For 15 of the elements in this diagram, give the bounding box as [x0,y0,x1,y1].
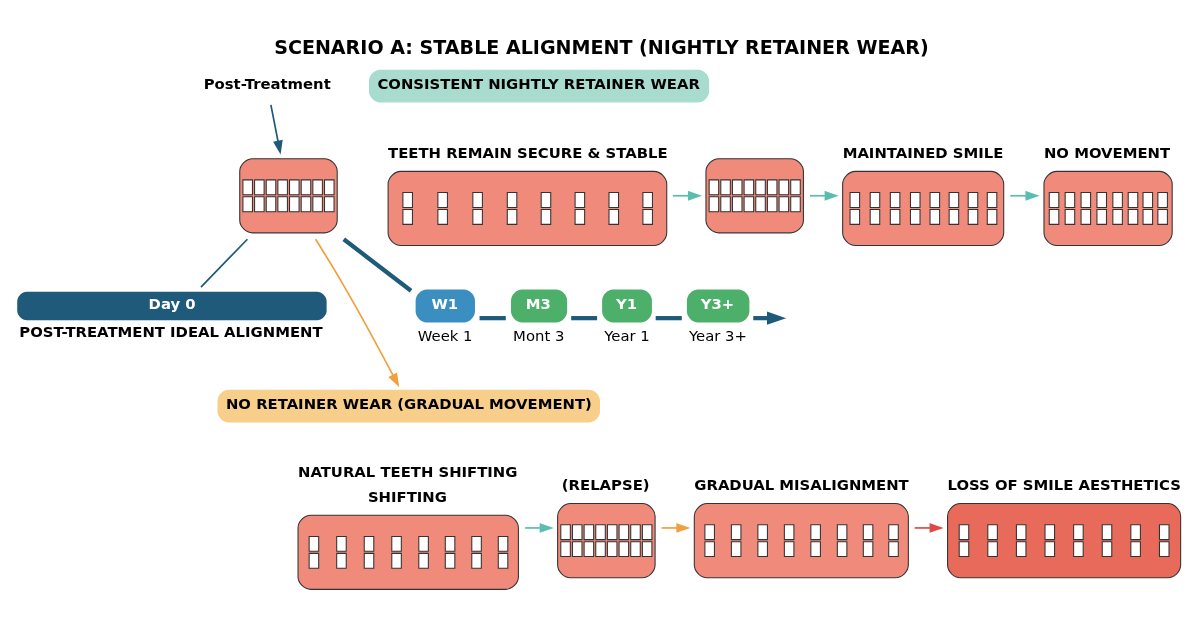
node-label: MAINTAINED SMILE [842,143,1004,161]
node-label: Week 1 [417,326,473,344]
node-label: Year 3+ [689,326,747,344]
node-text: Post-Treatment [203,74,331,92]
node-label: LOSS OF SMILE AESTHETICS [947,475,1181,493]
node-label: GRADUAL MISALIGNMENT [694,475,909,493]
node-label: TEETH REMAIN SECURE & STABLE [388,143,668,161]
node-label: NATURAL TEETH SHIFTING [298,462,518,480]
node-label: SHIFTING [367,487,447,505]
node-label: NO MOVEMENT [1043,143,1171,161]
node-label: Mont 3 [513,326,565,344]
diagram-title: SCENARIO A: STABLE ALIGNMENT (NIGHTLY RETAINER WEAR) [274,35,929,58]
node-label: POST-TREATMENT IDEAL ALIGNMENT [19,322,323,340]
node-label: Year 1 [604,326,650,344]
node-label: (RELAPSE) [561,475,650,493]
